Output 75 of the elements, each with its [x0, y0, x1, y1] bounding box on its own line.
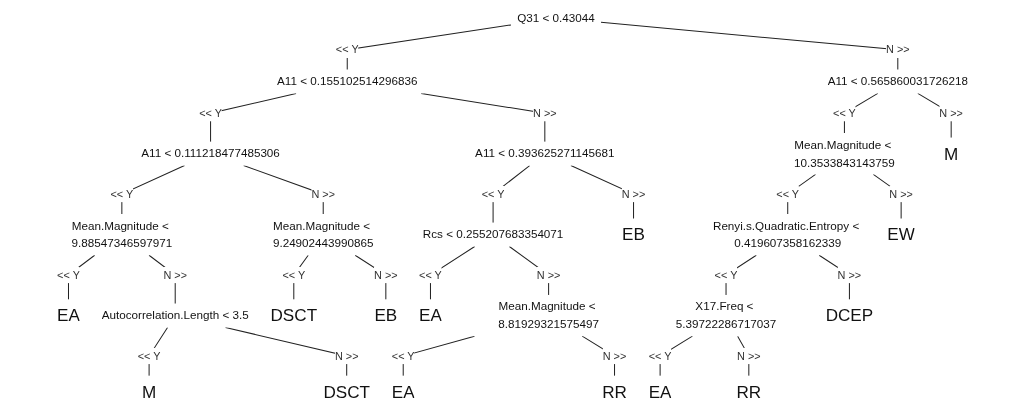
edge-label: << Y [282, 268, 306, 281]
edge-label: N >> [889, 187, 913, 200]
edge-label: N >> [602, 349, 627, 362]
node-text: X17.Freq < 5.39722286717037 [675, 299, 777, 331]
connector [402, 335, 475, 377]
edge-label: << Y [833, 106, 856, 120]
connector [243, 165, 324, 215]
edge-label: N >> [621, 187, 646, 200]
connector [737, 335, 750, 377]
edge-label: N >> [533, 106, 557, 120]
edge-label: N >> [939, 106, 963, 120]
node-text: Rcs < 0.255207683354071 [422, 227, 564, 241]
connector [843, 92, 879, 134]
connector [508, 246, 550, 296]
node-text: A11 < 0.393625271145681 [475, 146, 615, 160]
edge-label: << Y [714, 268, 738, 281]
connector [581, 335, 616, 377]
node-text: DSCT [323, 382, 370, 402]
edge-label: << Y [648, 349, 672, 362]
edge-label: << Y [199, 106, 222, 120]
connector [225, 326, 348, 377]
connector [492, 165, 531, 224]
node-text: Renyi.s.Quadratic.Entropy < 0.419607358162339 [712, 218, 860, 250]
node-text: EB [374, 305, 398, 326]
node-text: EA [391, 382, 415, 402]
connector [210, 92, 297, 143]
node-text: DSCT [270, 305, 318, 326]
node-text: A11 < 0.155102514296836 [277, 74, 418, 88]
connector [68, 254, 96, 301]
edge-label: << Y [776, 187, 800, 200]
connector [420, 92, 546, 143]
node-text: M [944, 143, 959, 164]
connector [659, 335, 693, 377]
connector [148, 254, 176, 305]
edge-label: N >> [163, 268, 188, 281]
node-text: DCEP [825, 305, 874, 326]
edge-label: N >> [334, 349, 359, 362]
connector [429, 246, 476, 301]
node-text: Mean.Magnitude < 9.24902443990865 [272, 218, 374, 250]
node-text: Mean.Magnitude < 9.88547346597971 [71, 218, 173, 250]
node-text: A11 < 0.565860031726218 [827, 74, 968, 88]
edge-label: << Y [391, 349, 415, 362]
connector [148, 326, 169, 377]
node-text: EA [57, 305, 80, 326]
edge-label: N >> [374, 268, 398, 281]
edge-label: << Y [419, 268, 442, 281]
node-text: Autocorrelation.Length < 3.5 [101, 308, 249, 322]
edge-label: N >> [311, 187, 336, 200]
edge-label: << Y [110, 187, 134, 200]
edge-label: N >> [885, 43, 910, 56]
edge-label: << Y [335, 43, 359, 56]
edge-label: N >> [737, 349, 761, 362]
connector [872, 173, 902, 220]
edge-label: << Y [57, 268, 80, 281]
node-text: RR [736, 382, 762, 402]
node-text: A11 < 0.111218477485306 [141, 146, 280, 160]
node-text: EB [622, 224, 645, 245]
connector [346, 24, 512, 71]
edge-label: << Y [137, 349, 161, 362]
connector [121, 165, 186, 215]
node-text: Q31 < 0.43044 [517, 10, 595, 25]
edge-label: N >> [837, 268, 862, 281]
edge-label: << Y [481, 187, 505, 200]
node-text: M [141, 382, 157, 402]
node-text: EW [887, 224, 915, 245]
node-text: Mean.Magnitude < 8.81929321575497 [498, 299, 599, 331]
edge-label: N >> [536, 268, 561, 281]
connector [570, 165, 635, 220]
node-text: EA [419, 305, 442, 326]
connector [787, 173, 817, 215]
connector [725, 254, 757, 296]
node-text: EA [648, 382, 672, 402]
node-text: Mean.Magnitude < 10.3533843143759 [794, 137, 895, 169]
node-text: RR [602, 382, 627, 402]
connector [600, 21, 899, 71]
